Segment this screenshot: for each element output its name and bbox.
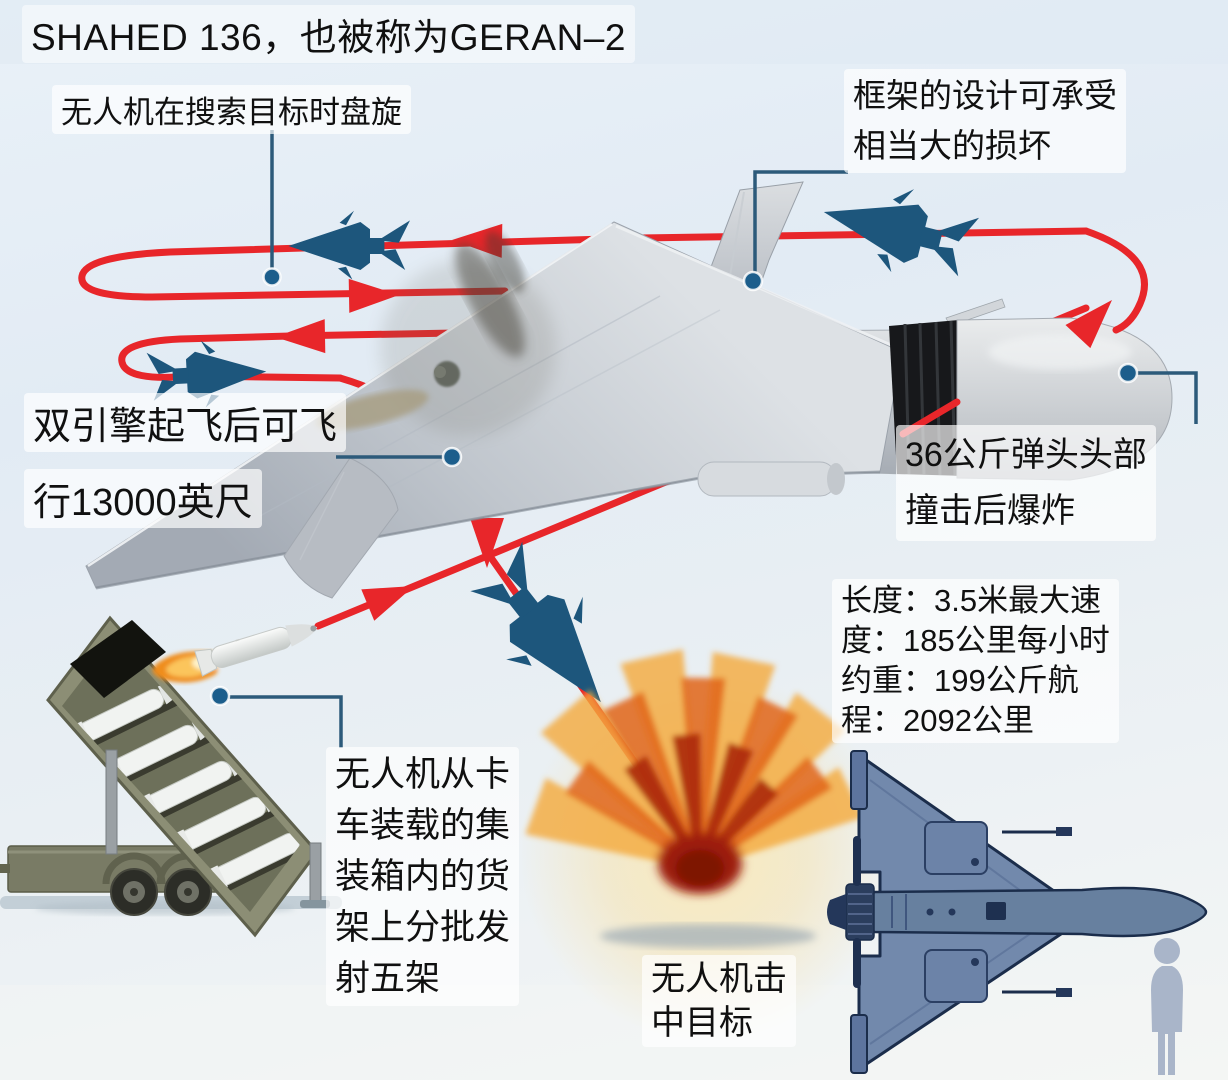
leader-lines	[228, 130, 1198, 748]
launch-rack	[46, 615, 319, 938]
callout-impact-line2: 中目标	[651, 1004, 753, 1042]
callout-launch-line1: 无人机从卡	[335, 755, 511, 794]
spec-speed: 度：185公里每小时	[841, 623, 1110, 658]
top-view-propeller	[827, 836, 875, 988]
dot-loiter	[262, 267, 282, 287]
spec-weight: 约重：199公斤航	[841, 663, 1079, 698]
wingtip-plate	[850, 750, 868, 810]
callout-frame-line2: 相当大的损坏	[853, 127, 1051, 164]
dot-frame	[742, 270, 764, 292]
loiter-loop-upper	[78, 227, 1090, 301]
wing-hatch-bottom	[924, 949, 988, 1003]
callout-engine-line1: 双引擎起飞后可飞	[24, 393, 347, 452]
dot-engine	[441, 446, 463, 468]
callout-launch: 无人机从卡 车装载的集 装箱内的货 架上分批发 射五架	[326, 747, 520, 1006]
impact-ground-shadow	[600, 924, 816, 948]
callout-warhead-line1: 36公斤弹头头部	[905, 436, 1147, 474]
nose-loop-arc	[1082, 227, 1148, 334]
rack-jack	[309, 842, 322, 904]
leader-launcher	[228, 695, 343, 748]
hatch-dot	[971, 858, 979, 866]
rack-opening	[70, 620, 166, 698]
antenna-tip	[1056, 988, 1072, 997]
pod-endcap	[827, 463, 845, 495]
top-view-drone-illustration	[827, 750, 1208, 1074]
leader-frame	[753, 170, 848, 272]
hatch-dot	[971, 958, 979, 966]
callout-launch-line2: 车装载的集	[335, 806, 511, 845]
wing-panel-line	[379, 309, 721, 493]
trailer-wheels	[110, 868, 212, 916]
callout-warhead-line2: 撞击后爆炸	[905, 492, 1075, 530]
nose-highlight	[988, 334, 1132, 370]
callout-warhead: 36公斤弹头头部 撞击后爆炸	[896, 425, 1156, 541]
callout-loiter: 无人机在搜索目标时盘旋	[52, 85, 411, 134]
callout-launch-line5: 射五架	[335, 959, 441, 998]
explosion-burst	[525, 649, 864, 894]
callout-frame: 框架的设计可承受 相当大的损坏	[844, 69, 1126, 173]
callout-impact: 无人机击 中目标	[642, 955, 796, 1047]
bottom-fin-edge	[299, 471, 345, 561]
top-view-fuselage	[867, 886, 1208, 938]
wing-hatch-top	[924, 821, 988, 875]
silhouette-drone-icon	[813, 169, 982, 290]
launching-drone	[194, 624, 318, 677]
antenna-tip	[1056, 827, 1072, 836]
human-scale-silhouette	[1151, 938, 1183, 1075]
launcher-truck-illustration	[0, 615, 342, 938]
impact-site	[521, 649, 891, 1041]
callout-launch-line3: 装箱内的货	[335, 857, 511, 896]
arrow-launch-icon	[361, 570, 421, 621]
jack-foot	[300, 900, 330, 908]
wingtip-plate	[850, 1014, 868, 1074]
fuselage-dot	[948, 908, 956, 916]
page-title: SHAHED 136，也被称为GERAN–2	[22, 5, 635, 63]
arrow-left-lower-icon	[274, 319, 326, 354]
underside-pod	[697, 461, 837, 497]
main-drone-illustration	[85, 181, 1173, 599]
fuselage-lines	[891, 894, 907, 930]
loiter-loop-lower	[118, 327, 564, 382]
callout-launch-line4: 架上分批发	[335, 908, 511, 947]
dot-launcher	[209, 685, 231, 707]
callout-impact-line1: 无人机击	[651, 960, 787, 998]
spec-length-speed: 长度：3.5米最大速	[841, 583, 1102, 618]
callout-dots	[209, 267, 1139, 707]
spec-range: 程：2092公里	[841, 703, 1034, 738]
rack-strut	[105, 749, 118, 855]
callout-engine-line2: 行13000英尺	[24, 469, 262, 528]
fuselage-hatch	[986, 902, 1006, 920]
dot-warhead	[1117, 362, 1139, 384]
fuselage-dot	[926, 908, 934, 916]
drone-bottom-fin	[283, 457, 399, 599]
callout-frame-line1: 框架的设计可承受	[853, 77, 1117, 114]
leader-warhead	[1136, 371, 1198, 424]
trailer-hitch	[0, 864, 10, 873]
specs-block: 长度：3.5米最大速 度：185公里每小时 约重：199公斤航 程：2092公里	[832, 579, 1119, 743]
